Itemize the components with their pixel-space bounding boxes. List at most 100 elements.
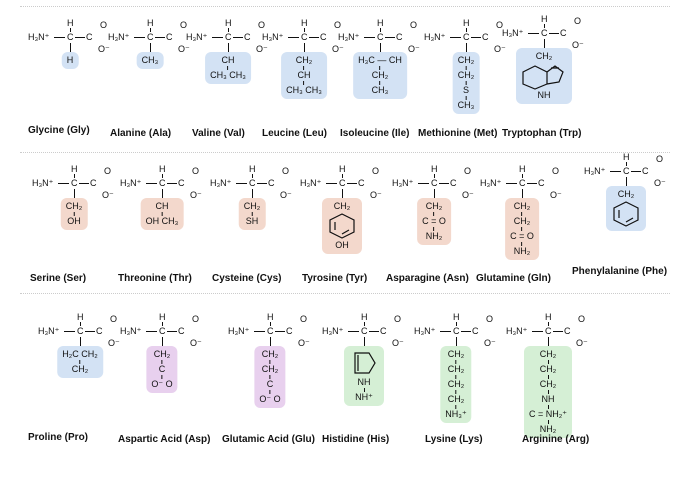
carboxyl-carbon: C (380, 326, 387, 336)
side-chain-atom: CH₂ (617, 189, 635, 199)
side-chain-atom: NH₂ (513, 246, 531, 256)
amine-group: H₃N⁺ (424, 32, 446, 42)
alpha-hydrogen: H (267, 312, 274, 322)
alpha-hydrogen: H (361, 312, 368, 322)
side-chain-atom: OH CH₃ (145, 216, 179, 226)
alpha-carbon: C (339, 178, 346, 188)
amino-acid-name: Valine (Val) (192, 128, 245, 139)
side-chain-atom: CH₂ (447, 379, 465, 389)
carboxylate-oxygen: O⁻ (550, 190, 562, 200)
bond (418, 183, 429, 184)
carboxylate-oxygen: O⁻ (370, 190, 382, 200)
bond (251, 212, 253, 216)
side-chain-atom: CH₂ (457, 55, 475, 65)
carbonyl-oxygen: O (464, 166, 472, 176)
bond (303, 66, 305, 70)
bond (70, 28, 71, 32)
carboxylate-oxygen: O⁻ (190, 190, 202, 200)
amine-group: H₃N⁺ (392, 178, 414, 188)
bond (548, 337, 549, 346)
carbonyl-oxygen: O (110, 314, 118, 324)
carboxylate-oxygen: O⁻ (484, 338, 496, 348)
carboxyl-carbon: C (564, 326, 571, 336)
carboxyl-carbon: C (320, 32, 327, 42)
carbonyl-oxygen: O (258, 20, 266, 30)
bond (547, 360, 549, 364)
bond (433, 212, 435, 216)
carboxyl-carbon: C (482, 32, 489, 42)
amino-acid-name: Glycine (Gly) (28, 125, 90, 136)
carbonyl-oxygen: O (100, 20, 108, 30)
bond (626, 162, 627, 166)
carbonyl-oxygen: O (300, 314, 308, 324)
bond (450, 37, 461, 38)
side-chain-atom: CH₂ (513, 216, 531, 226)
alpha-hydrogen: H (463, 18, 470, 28)
amino-acid-name: Histidine (His) (322, 434, 390, 445)
bond (150, 43, 151, 52)
bond (146, 183, 157, 184)
bond (252, 189, 253, 198)
carboxyl-carbon: C (450, 178, 457, 188)
alpha-carbon: C (301, 32, 308, 42)
bond (342, 174, 343, 178)
alpha-carbon: C (159, 326, 166, 336)
bond (434, 189, 435, 198)
carbonyl-oxygen: O (496, 20, 504, 30)
divider (20, 6, 670, 7)
bond (80, 322, 81, 326)
alpha-carbon: C (249, 178, 256, 188)
carbonyl-oxygen: O (334, 20, 342, 30)
bond (161, 360, 163, 364)
carboxyl-carbon: C (358, 178, 365, 188)
bond (544, 39, 545, 48)
carbonyl-oxygen: O (394, 314, 402, 324)
bond (626, 177, 627, 186)
carboxylate-oxygen: O⁻ (280, 190, 292, 200)
carboxyl-carbon: C (396, 32, 403, 42)
bond (521, 242, 523, 246)
side-chain-atom: CH₂ (447, 349, 465, 359)
bond (544, 24, 545, 28)
bond (212, 37, 223, 38)
alpha-carbon: C (377, 32, 384, 42)
side-chain-atom: C = O (422, 216, 446, 226)
bond (79, 360, 81, 364)
amine-group: H₃N⁺ (210, 178, 232, 188)
side-chain-atom: NH⁺ (355, 392, 373, 402)
bond (522, 174, 523, 178)
side-chain-atom: NH (537, 90, 551, 100)
side-chain-atom: CH₂ (513, 201, 531, 211)
carboxylate-oxygen: O⁻ (408, 44, 420, 54)
alpha-hydrogen: H (545, 312, 552, 322)
bond (363, 388, 365, 392)
bond (455, 390, 457, 394)
bond (155, 37, 165, 38)
amine-group: H₃N⁺ (502, 28, 524, 38)
alpha-hydrogen: H (339, 164, 346, 174)
bond (58, 183, 69, 184)
bond (150, 28, 151, 32)
side-chain-atom: CH₃ (371, 85, 389, 95)
bond (167, 183, 177, 184)
bond (455, 360, 457, 364)
benzene-ring-icon (329, 213, 355, 239)
bond (304, 28, 305, 32)
amino-acid-name: Alanine (Ala) (110, 128, 172, 139)
amine-group: H₃N⁺ (262, 32, 284, 42)
amine-group: H₃N⁺ (108, 32, 130, 42)
amine-group: H₃N⁺ (38, 326, 60, 336)
bond (379, 81, 381, 85)
